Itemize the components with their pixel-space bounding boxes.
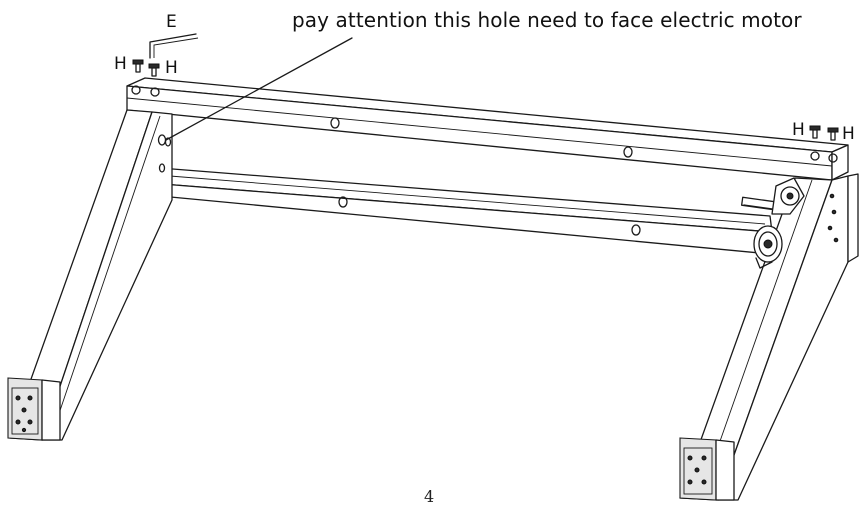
top-cross-beam — [126, 77, 849, 181]
page-number: 4 — [424, 487, 435, 506]
screw-right-2 — [827, 127, 839, 141]
screw-label-right-1: H — [792, 120, 805, 140]
annotation-text: pay attention this hole need to face ele… — [292, 8, 802, 32]
top-hole — [810, 151, 820, 161]
left-leg — [7, 109, 173, 441]
beam-hole — [330, 117, 340, 129]
top-hole — [131, 85, 141, 95]
beam-hole — [338, 196, 348, 208]
rear-cross-beam — [159, 167, 773, 255]
beam-hole — [631, 224, 641, 236]
top-hole — [150, 87, 160, 97]
screw-right-1 — [809, 125, 821, 139]
screw-label-right-2: H — [842, 124, 855, 144]
wrench-label: E — [166, 12, 177, 32]
top-hole — [828, 153, 838, 163]
screw-left-1 — [132, 59, 144, 73]
screw-label-left-2: H — [165, 58, 178, 78]
right-leg — [679, 173, 859, 501]
screw-left-2 — [148, 63, 160, 77]
screw-label-left-1: H — [114, 54, 127, 74]
hex-key-wrench — [149, 33, 199, 59]
beam-hole — [623, 146, 633, 158]
electric-motor — [740, 177, 805, 269]
annotation-leader-line — [165, 37, 353, 141]
